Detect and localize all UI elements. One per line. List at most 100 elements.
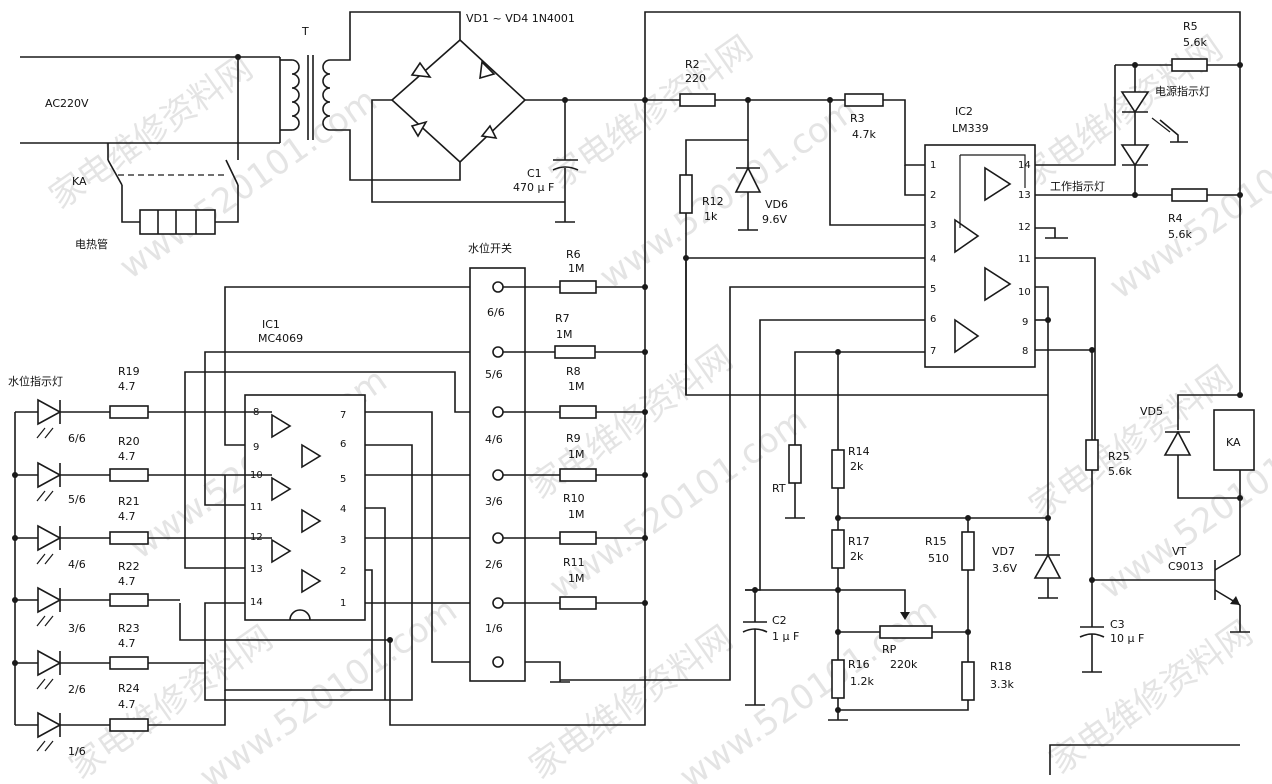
r16-label: R16 — [848, 658, 870, 671]
resistor-r7: R7 1M — [503, 312, 648, 359]
r6-label: R6 — [566, 248, 581, 261]
ic2-pin: 2 — [930, 190, 936, 201]
led-light-arrows — [36, 427, 54, 752]
switch-level-1: 1/6 — [485, 622, 503, 635]
c1-value: 470 μ F — [513, 181, 554, 194]
r18-label: R18 — [990, 660, 1012, 673]
level-switch-label: 水位开关 — [468, 241, 512, 255]
r9-value: 1M — [568, 448, 585, 461]
ic2-lm339: IC2 LM339 1 2 3 4 5 6 7 14 13 12 11 10 9… — [924, 105, 1036, 368]
zener-vd6: VD6 9.6V — [734, 140, 788, 231]
ic1-pin: 14 — [250, 597, 263, 608]
switch-level-2: 2/6 — [485, 558, 503, 571]
transistor-vt: VT C9013 — [1168, 545, 1250, 633]
rp-label: RP — [882, 643, 897, 656]
switch-level-6: 6/6 — [487, 306, 505, 319]
ic1-pin: 6 — [340, 439, 346, 450]
resistor-r10: R10 1M — [503, 492, 648, 545]
ic2-label: IC2 — [955, 105, 973, 118]
r9-label: R9 — [566, 432, 581, 445]
ic1-pin: 9 — [253, 442, 259, 453]
r11-value: 1M — [568, 572, 585, 585]
ic2-pin: 8 — [1022, 346, 1028, 357]
r19-value: 4.7 — [118, 380, 136, 393]
led-power-indicator: 电源指示灯 工作指示灯 — [1050, 65, 1210, 195]
ac-voltage-label: AC220V — [45, 97, 89, 110]
ic2-pin: 14 — [1018, 160, 1031, 171]
ic2-pin: 4 — [930, 254, 936, 265]
resistor-r11: R11 1M — [503, 556, 648, 610]
r4-label: R4 — [1168, 212, 1183, 225]
led-level-5: R20 4.7 5/6 — [12, 435, 272, 506]
r14-value: 2k — [850, 460, 864, 473]
zener-vd7: VD7 3.6V — [992, 545, 1062, 599]
vd5-label: VD5 — [1140, 405, 1163, 418]
ic1-pin: 2 — [340, 566, 346, 577]
ic1-label: IC1 — [262, 318, 280, 331]
ic1-pin: 5 — [340, 474, 346, 485]
transformer-label: T — [301, 25, 309, 38]
led-level-3: R22 4.7 3/6 — [12, 560, 180, 635]
relay-coil-ka: KA — [1213, 409, 1255, 471]
capacitor-c1: C1 470 μ F — [513, 97, 579, 223]
led-level-1-label: 1/6 — [68, 745, 86, 758]
resistor-r17: R17 2k — [831, 529, 870, 569]
ic2-pin: 13 — [1018, 190, 1031, 201]
led-level-4-label: 4/6 — [68, 558, 86, 571]
r10-value: 1M — [568, 508, 585, 521]
watermark-text: 家电维修资料网 — [1012, 28, 1230, 197]
diode-vd5: VD5 — [1140, 405, 1240, 499]
r7-value: 1M — [556, 328, 573, 341]
r17-value: 2k — [850, 550, 864, 563]
ic2-pin: 1 — [930, 160, 936, 171]
ic2-pin: 11 — [1018, 254, 1031, 265]
vt-value: C9013 — [1168, 560, 1204, 573]
thermistor-rt: RT — [772, 444, 805, 519]
rectifier-label: VD1 ~ VD4 1N4001 — [466, 12, 575, 25]
r3-value: 4.7k — [852, 128, 876, 141]
resistor-r14: R14 2k — [831, 445, 870, 489]
power-led-label: 电源指示灯 — [1155, 84, 1210, 98]
r24-label: R24 — [118, 682, 140, 695]
ic2-value: LM339 — [952, 122, 989, 135]
ic1-pin: 11 — [250, 502, 263, 513]
ic2-pin: 12 — [1018, 222, 1031, 233]
ac-input-section: AC220V T KA 电热管 — [20, 11, 461, 251]
r20-value: 4.7 — [118, 450, 136, 463]
resistor-r16: R16 1.2k — [831, 658, 874, 699]
watermark: 家电维修资料网 www.520101.com 家电维修资料网 www.52010… — [42, 28, 1272, 784]
ic1-pin: 1 — [340, 598, 346, 609]
work-led-label: 工作指示灯 — [1050, 179, 1105, 193]
r14-label: R14 — [848, 445, 870, 458]
r16-value: 1.2k — [850, 675, 874, 688]
vd6-label: VD6 — [765, 198, 788, 211]
r10-label: R10 — [563, 492, 585, 505]
r17-label: R17 — [848, 535, 870, 548]
relay-contact-label: KA — [72, 175, 87, 188]
r8-value: 1M — [568, 380, 585, 393]
r19-label: R19 — [118, 365, 140, 378]
r23-label: R23 — [118, 622, 140, 635]
r21-label: R21 — [118, 495, 140, 508]
r3-label: R3 — [850, 112, 865, 125]
led-level-6: R19 4.7 6/6 — [15, 365, 272, 445]
r22-label: R22 — [118, 560, 140, 573]
ic2-pin: 3 — [930, 220, 936, 231]
r12-value: 1k — [704, 210, 718, 223]
r6-value: 1M — [568, 262, 585, 275]
ic2-pin: 6 — [930, 314, 936, 325]
ic2-pin: 5 — [930, 284, 936, 295]
c3-value: 10 μ F — [1110, 632, 1144, 645]
vd7-value: 3.6V — [992, 562, 1017, 575]
resistor-r3: R3 4.7k — [844, 93, 884, 141]
r7-label: R7 — [555, 312, 570, 325]
ic1-mc4069: IC1 MC4069 8 9 10 11 12 13 14 7 6 5 4 3 … — [244, 318, 366, 621]
rp-value: 220k — [890, 658, 918, 671]
heater-label: 电热管 — [75, 237, 108, 251]
resistor-r9: R9 1M — [503, 432, 648, 482]
vd6-value: 9.6V — [762, 213, 787, 226]
level-leds-label: 水位指示灯 — [8, 374, 63, 388]
c2-label: C2 — [772, 614, 787, 627]
resistor-r15: R15 510 — [925, 531, 975, 571]
